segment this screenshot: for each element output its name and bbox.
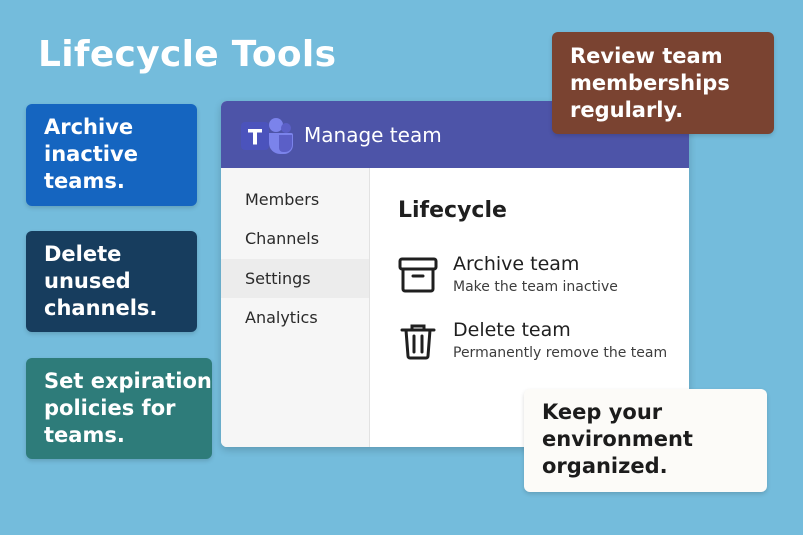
sidebar-item-channels[interactable]: Channels — [245, 229, 320, 248]
delete-team-title: Delete team — [453, 319, 571, 341]
archive-team-action[interactable]: Archive team Make the team inactive — [398, 253, 688, 303]
sidebar-item-members[interactable]: Members — [245, 190, 320, 209]
tip-line: organized. — [542, 454, 668, 478]
archive-box-icon — [398, 257, 438, 293]
tip-line: Review team — [570, 44, 723, 68]
tip-line: regularly. — [570, 98, 684, 122]
tip-line: Archive — [44, 115, 134, 139]
window-title: Manage team — [304, 123, 442, 147]
tip-line: memberships — [570, 71, 730, 95]
tip-line: Keep your — [542, 400, 663, 424]
tip-card-delete: Delete unused channels. — [26, 231, 197, 332]
tip-line: teams. — [44, 169, 125, 193]
tip-line: unused — [44, 269, 131, 293]
archive-team-title: Archive team — [453, 253, 580, 275]
sidebar-item-settings[interactable]: Settings — [221, 259, 369, 298]
tip-line: teams. — [44, 423, 125, 447]
delete-team-action[interactable]: Delete team Permanently remove the team — [398, 319, 688, 369]
page-title: Lifecycle Tools — [38, 34, 337, 75]
tip-line: channels. — [44, 296, 158, 320]
tip-card-expiration: Set expiration policies for teams. — [26, 358, 212, 459]
tip-line: environment — [542, 427, 693, 451]
main-panel: Lifecycle Archive team Make the team ina… — [370, 168, 689, 447]
microsoft-teams-logo-icon — [241, 118, 293, 154]
tip-card-review: Review team memberships regularly. — [552, 32, 774, 134]
tip-line: inactive — [44, 142, 138, 166]
trash-can-icon — [400, 324, 436, 360]
tip-card-keep-organized: Keep your environment organized. — [524, 389, 767, 492]
tip-line: policies for — [44, 396, 176, 420]
section-title: Lifecycle — [398, 198, 507, 223]
sidebar-item-analytics[interactable]: Analytics — [245, 308, 318, 327]
tip-line: Delete — [44, 242, 122, 266]
delete-team-description: Permanently remove the team — [453, 345, 668, 361]
tip-card-archive: Archive inactive teams. — [26, 104, 197, 206]
archive-team-description: Make the team inactive — [453, 279, 618, 295]
tip-line: Set expiration — [44, 369, 212, 393]
sidebar: Members Channels Settings Analytics — [221, 168, 370, 447]
